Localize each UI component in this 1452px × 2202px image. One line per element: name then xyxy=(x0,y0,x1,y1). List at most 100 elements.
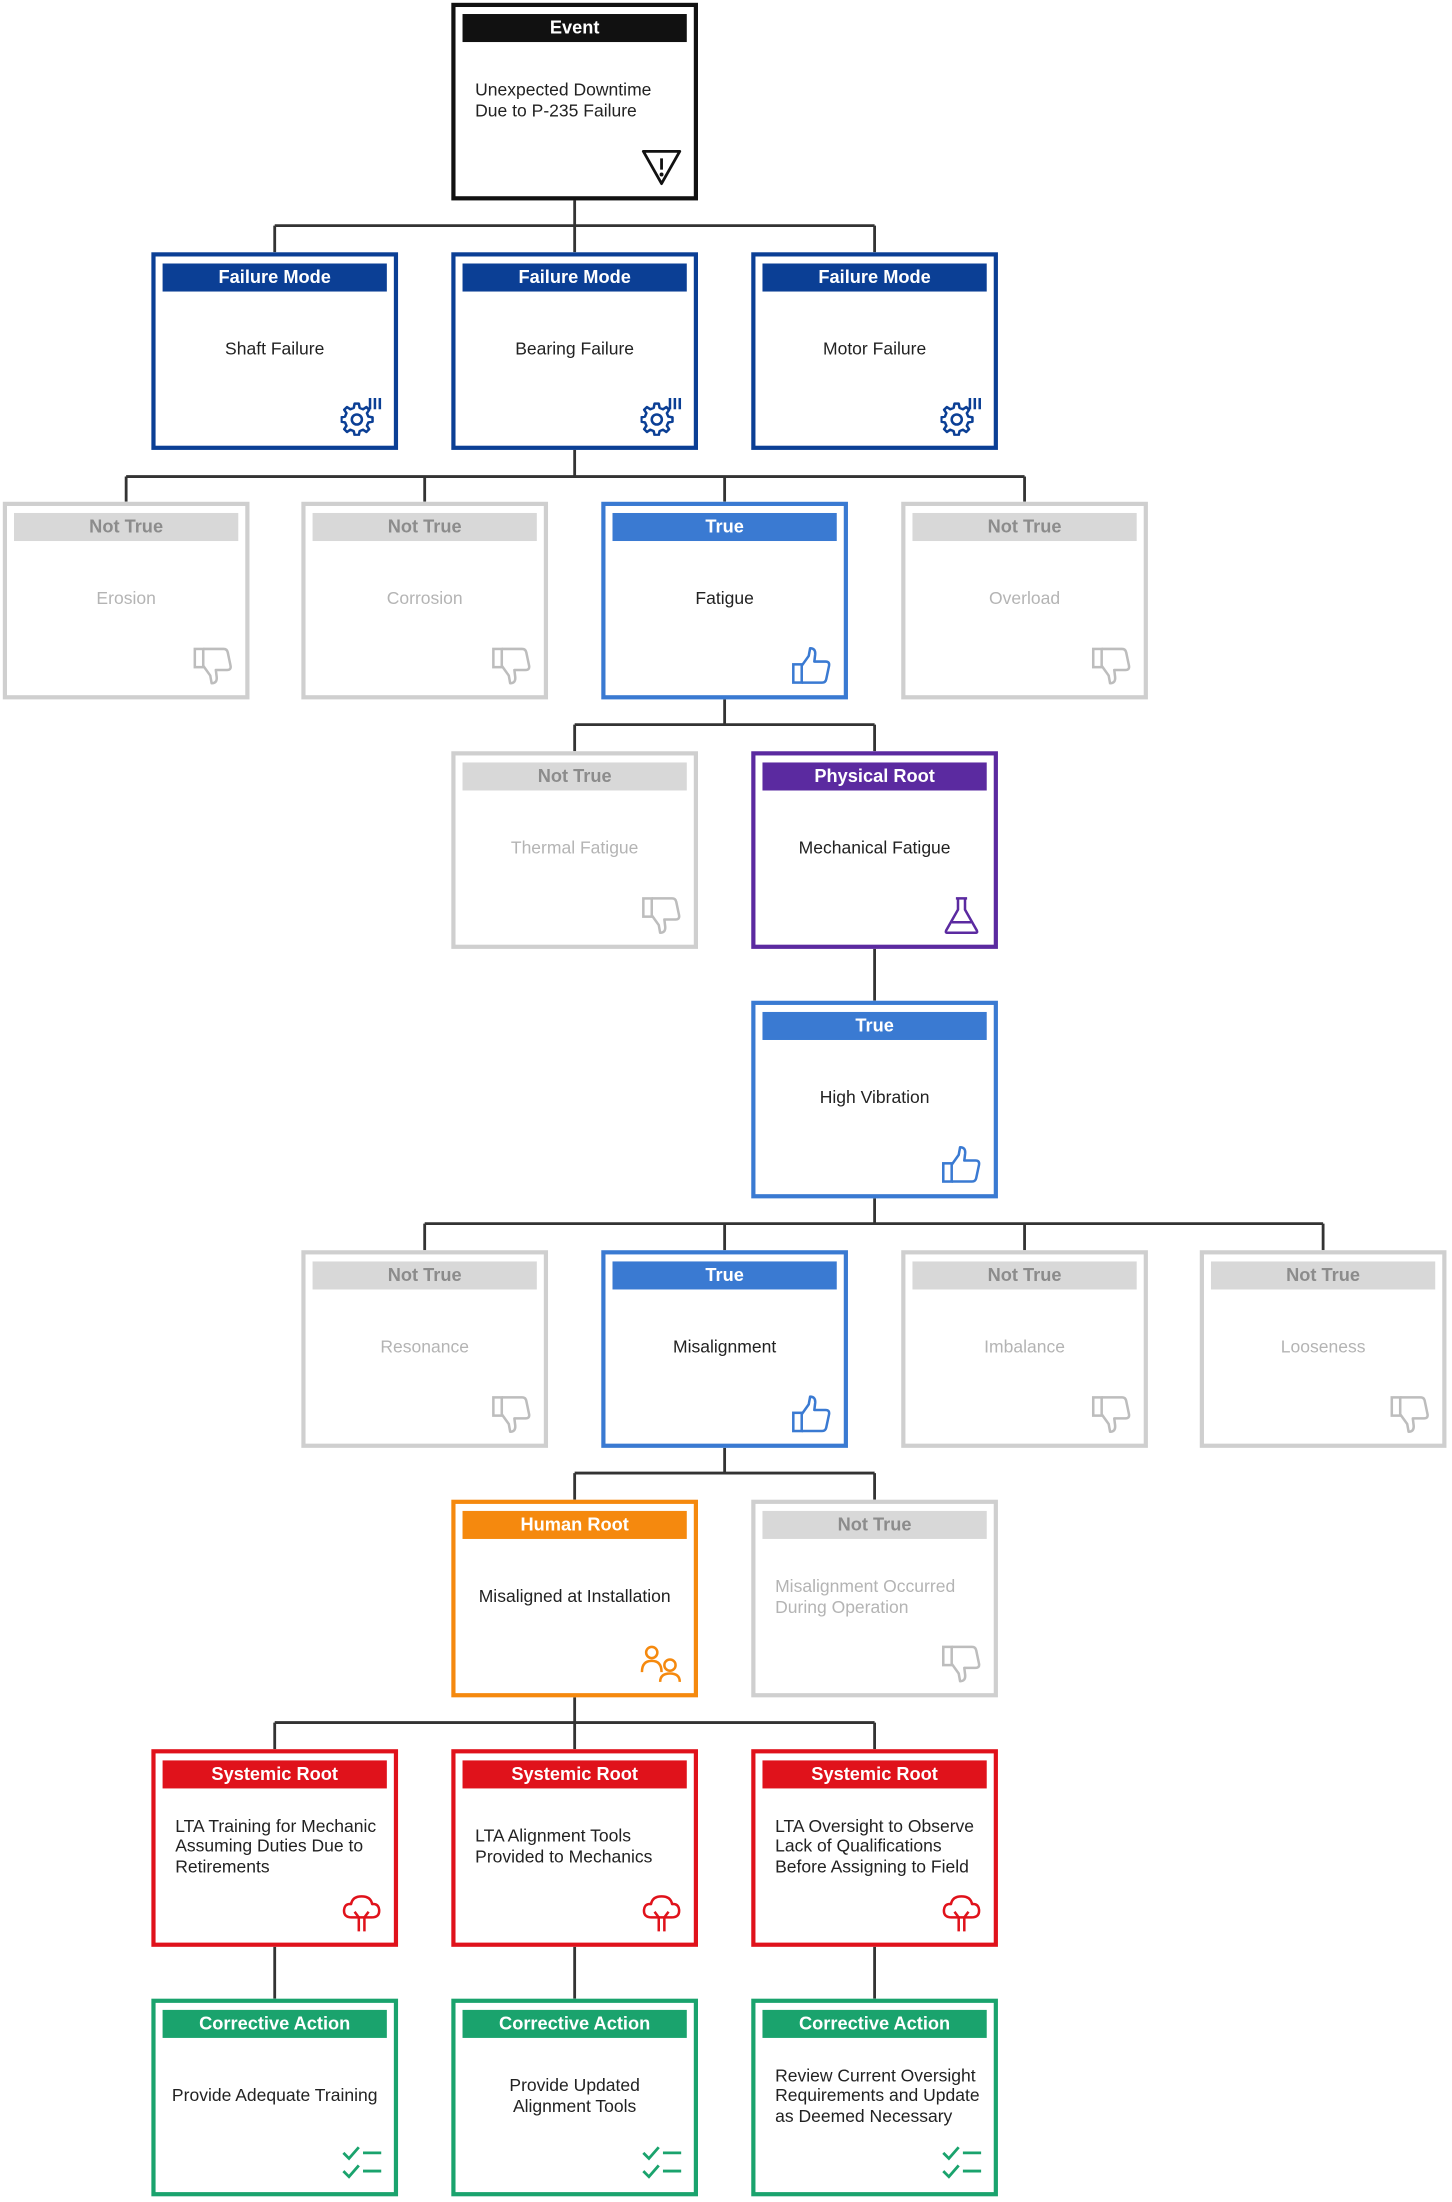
node-header: Not True xyxy=(912,512,1137,542)
node-header: True xyxy=(612,512,837,542)
connector-systemic-corrective xyxy=(273,1945,877,1999)
systemic-root-node-oversight[interactable]: Systemic Root LTA Oversight to Observe L… xyxy=(751,1749,998,1947)
systemic-root-node-training[interactable]: Systemic Root LTA Training for Mechanic … xyxy=(151,1749,399,1947)
node-text: Misalignment xyxy=(673,1337,777,1358)
node-header: Failure Mode xyxy=(462,263,687,292)
corrective-action-node-oversight[interactable]: Corrective Action Review Current Oversig… xyxy=(751,1998,998,2197)
node-header: Not True xyxy=(14,512,239,542)
tree-icon xyxy=(341,1894,383,1933)
connector-vibration-causes xyxy=(423,1196,1325,1251)
node-header: Not True xyxy=(462,762,687,791)
node-header: Systemic Root xyxy=(762,1760,987,1789)
thumbs-down-icon xyxy=(1090,646,1132,685)
thumbs-down-icon xyxy=(192,646,234,685)
node-header: Not True xyxy=(762,1510,987,1539)
tree-icon xyxy=(641,1894,683,1933)
node-text: Misalignment Occurred During Operation xyxy=(775,1576,956,1617)
node-text: Looseness xyxy=(1280,1337,1366,1358)
systemic-root-node-tools[interactable]: Systemic Root LTA Alignment Tools Provid… xyxy=(451,1749,698,1947)
node-text: Misaligned at Installation xyxy=(478,1586,671,1607)
cause-node-high-vibration[interactable]: True High Vibration xyxy=(751,1000,998,1199)
connector-fatigue-causes xyxy=(573,697,877,752)
cause-node-misalignment-operation[interactable]: Not True Misalignment Occurred During Op… xyxy=(751,1499,998,1698)
human-root-node-installation[interactable]: Human Root Misaligned at Installation xyxy=(451,1499,698,1698)
people-icon xyxy=(641,1644,683,1683)
failure-mode-node-bearing[interactable]: Failure Mode Bearing Failure xyxy=(451,252,698,450)
checklist-icon xyxy=(341,2143,383,2182)
connector-misalignment-causes xyxy=(573,1446,877,1500)
node-header: Event xyxy=(462,14,687,43)
physical-root-node-mechanical-fatigue[interactable]: Physical Root Mechanical Fatigue xyxy=(751,751,998,949)
warning-triangle-icon xyxy=(641,147,683,186)
node-header: Human Root xyxy=(462,1510,687,1539)
node-text: Erosion xyxy=(96,589,156,609)
cause-node-fatigue[interactable]: True Fatigue xyxy=(601,501,848,700)
node-text: Shaft Failure xyxy=(225,339,325,360)
thumbs-down-icon xyxy=(491,1395,533,1434)
checklist-icon xyxy=(940,2143,982,2182)
node-text: LTA Training for Mechanic Assuming Dutie… xyxy=(175,1816,377,1877)
cause-node-erosion[interactable]: Not True Erosion xyxy=(2,501,250,700)
thumbs-down-icon xyxy=(491,646,533,685)
node-header: Not True xyxy=(1210,1261,1436,1290)
node-header: Corrective Action xyxy=(462,2009,687,2038)
failure-mode-node-motor[interactable]: Failure Mode Motor Failure xyxy=(751,252,998,450)
node-header: Failure Mode xyxy=(162,263,387,292)
cause-node-misalignment[interactable]: True Misalignment xyxy=(601,1250,848,1448)
connector-human-systemic xyxy=(273,1695,877,1750)
node-header: Not True xyxy=(312,512,537,542)
cause-node-corrosion[interactable]: Not True Corrosion xyxy=(301,501,549,700)
tree-icon xyxy=(940,1894,982,1933)
node-header: True xyxy=(762,1011,987,1040)
node-text: High Vibration xyxy=(819,1087,930,1108)
cause-node-thermal-fatigue[interactable]: Not True Thermal Fatigue xyxy=(451,751,698,949)
connector-event-failure-modes xyxy=(273,199,877,253)
node-text: Overload xyxy=(989,589,1061,609)
thumbs-up-icon xyxy=(940,1145,982,1184)
thumbs-down-icon xyxy=(641,896,683,935)
node-text: Fatigue xyxy=(695,589,754,609)
gear-icon xyxy=(940,397,982,436)
node-text: Mechanical Fatigue xyxy=(798,838,951,859)
flask-icon xyxy=(940,896,982,935)
node-text: Review Current Oversight Requirements an… xyxy=(775,2065,980,2126)
node-header: Not True xyxy=(312,1261,537,1290)
node-text: Unexpected Downtime Due to P-235 Failure xyxy=(475,79,652,120)
node-text: Thermal Fatigue xyxy=(510,838,639,859)
cause-node-resonance[interactable]: Not True Resonance xyxy=(301,1250,549,1448)
node-text: Motor Failure xyxy=(822,339,927,360)
node-text: Bearing Failure xyxy=(515,339,635,360)
node-text: Provide Adequate Training xyxy=(171,2085,378,2106)
node-header: Not True xyxy=(912,1261,1137,1290)
node-header: Corrective Action xyxy=(162,2009,387,2038)
failure-mode-node-shaft[interactable]: Failure Mode Shaft Failure xyxy=(151,252,399,450)
cause-node-imbalance[interactable]: Not True Imbalance xyxy=(901,1250,1148,1448)
thumbs-up-icon xyxy=(791,1395,833,1434)
corrective-action-node-training[interactable]: Corrective Action Provide Adequate Train… xyxy=(151,1998,399,2197)
thumbs-down-icon xyxy=(940,1644,982,1683)
node-header: Systemic Root xyxy=(162,1760,387,1789)
cause-node-looseness[interactable]: Not True Looseness xyxy=(1199,1250,1447,1448)
thumbs-up-icon xyxy=(791,646,833,685)
node-text: LTA Alignment Tools Provided to Mechanic… xyxy=(475,1826,653,1867)
node-header: True xyxy=(612,1261,837,1290)
node-header: Systemic Root xyxy=(462,1760,687,1789)
node-text: Provide Updated Alignment Tools xyxy=(509,2075,640,2116)
node-header: Physical Root xyxy=(762,762,987,791)
thumbs-down-icon xyxy=(1090,1395,1132,1434)
corrective-action-node-tools[interactable]: Corrective Action Provide Updated Alignm… xyxy=(451,1998,698,2197)
node-text: Imbalance xyxy=(984,1337,1065,1358)
gear-icon xyxy=(641,397,683,436)
node-header: Corrective Action xyxy=(762,2009,987,2038)
node-text: Corrosion xyxy=(386,589,463,609)
cause-node-overload[interactable]: Not True Overload xyxy=(901,501,1148,700)
thumbs-down-icon xyxy=(1389,1395,1431,1434)
event-node[interactable]: Event Unexpected Downtime Due to P-235 F… xyxy=(451,2,698,201)
connector-bearing-causes xyxy=(124,448,1026,502)
checklist-icon xyxy=(641,2143,683,2182)
node-header: Failure Mode xyxy=(762,263,987,292)
gear-icon xyxy=(341,397,383,436)
node-text: LTA Oversight to Observe Lack of Qualifi… xyxy=(775,1816,975,1877)
